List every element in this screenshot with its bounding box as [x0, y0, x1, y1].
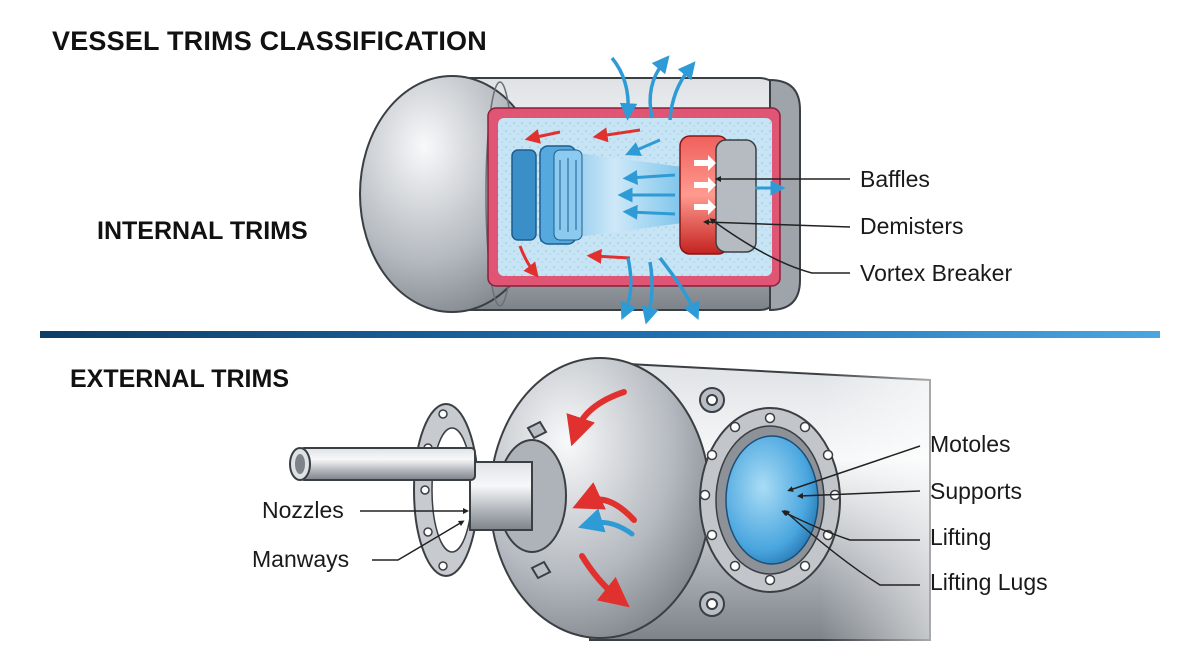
callout-supports: Supports — [930, 478, 1023, 504]
external-vessel — [289, 357, 1020, 642]
section-divider — [40, 331, 1160, 338]
diagram-title: VESSEL TRIMS CLASSIFICATION — [52, 26, 487, 56]
callout-manways: Manways — [252, 546, 350, 572]
callout-nozzles: Nozzles — [262, 497, 344, 523]
callout-lifting-lugs: Lifting Lugs — [930, 569, 1048, 595]
callout-motoles: Motoles — [930, 431, 1011, 457]
callout-lifting: Lifting — [930, 524, 992, 550]
callout-vortex-breaker: Vortex Breaker — [860, 260, 1013, 286]
internal-trims-heading: INTERNAL TRIMS — [97, 217, 308, 245]
callout-baffles: Baffles — [860, 166, 930, 192]
callout-demisters: Demisters — [860, 213, 964, 239]
internal-vessel — [359, 55, 851, 325]
external-trims-heading: EXTERNAL TRIMS — [70, 365, 289, 393]
